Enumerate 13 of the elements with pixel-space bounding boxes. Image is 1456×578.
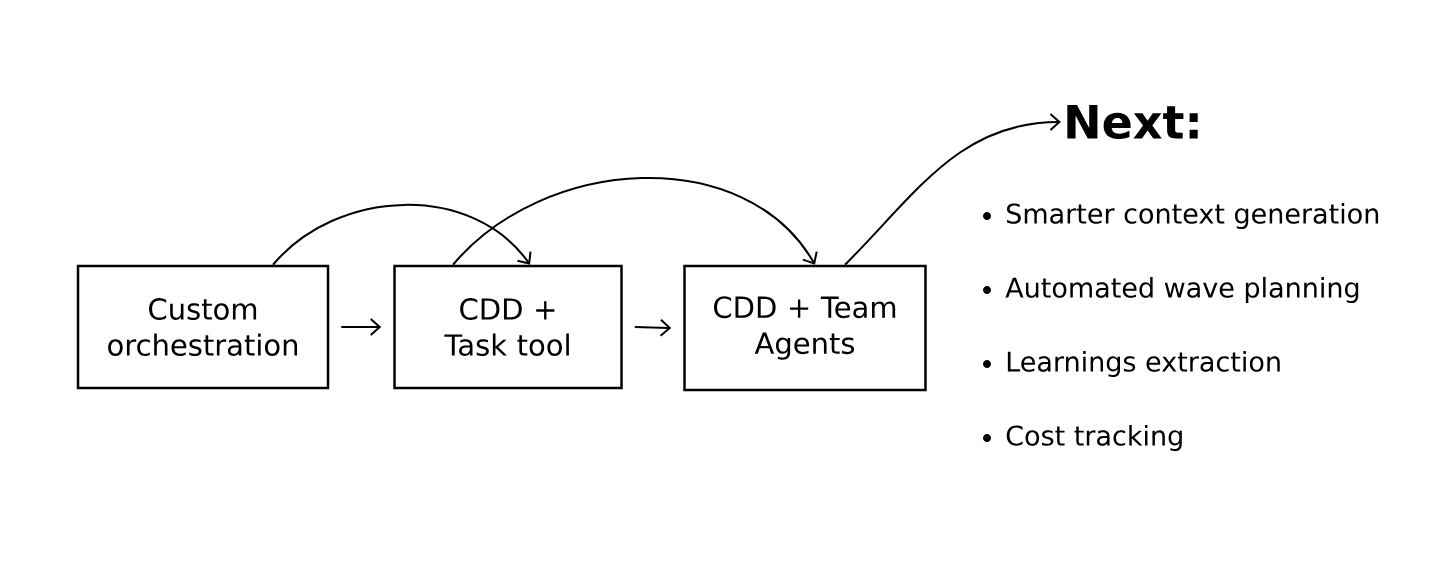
list-item: Smarter context generation xyxy=(1007,202,1379,230)
process-box: CDD + Team Agents xyxy=(683,264,927,392)
arrow xyxy=(452,177,818,266)
process-box: CDD + Task tool xyxy=(393,264,623,390)
arrow xyxy=(272,203,532,266)
list-item: Cost tracking xyxy=(1006,424,1182,452)
list-item: Learnings extraction xyxy=(1007,350,1280,378)
arrow xyxy=(844,113,1061,266)
arrow xyxy=(340,318,382,336)
process-box: Custom orchestration xyxy=(76,264,330,390)
heading-text: Next: xyxy=(1067,104,1198,140)
list-item: Automated wave planning xyxy=(1005,276,1359,304)
arrow xyxy=(633,318,672,337)
